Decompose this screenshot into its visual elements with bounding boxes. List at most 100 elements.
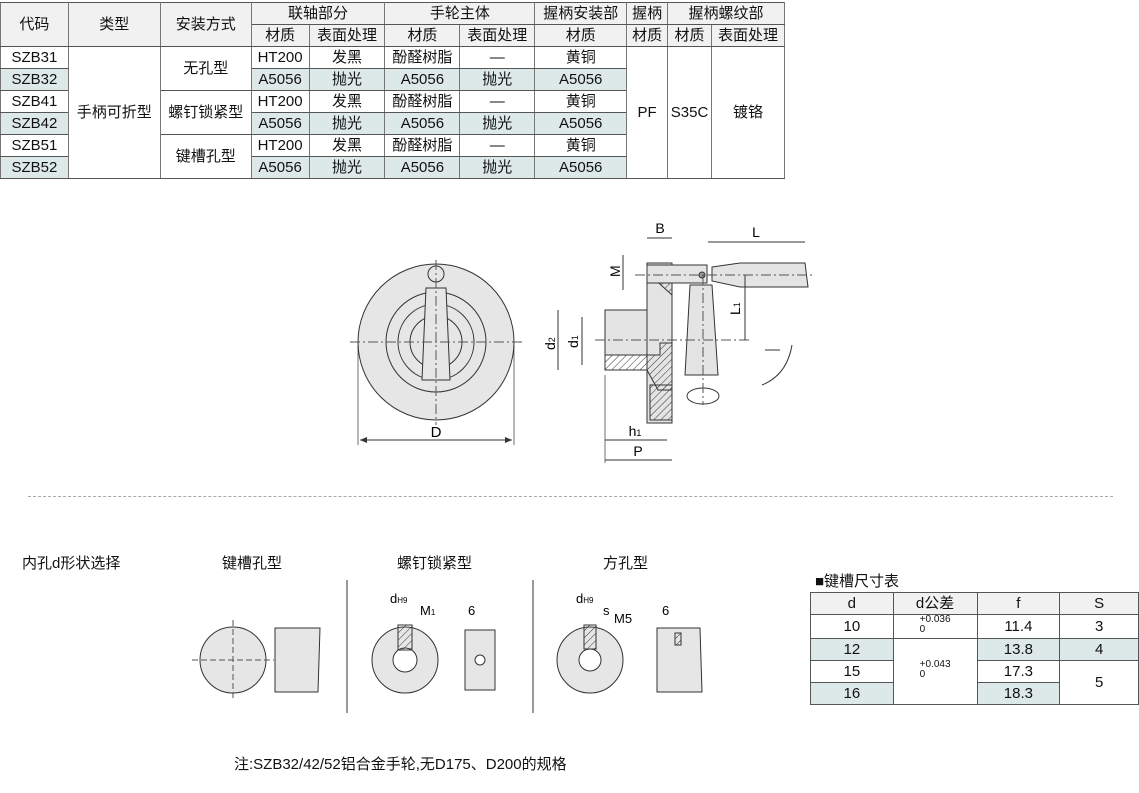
header-thread: 握柄螺纹部 [667,2,785,25]
table-row: 15 17.3 5 [810,660,1139,705]
code: SZB52 [0,156,69,179]
body-surface: — [459,90,536,113]
mounting: 键槽孔型 [159,134,252,179]
header-d-tolerance: d公差 [892,592,978,615]
tol-upper: +0.043 [919,659,951,670]
handle-mount-material: A5056 [534,112,628,135]
subheader: 材质 [250,24,310,47]
code: SZB32 [0,68,69,91]
body-material: A5056 [384,156,461,179]
d-value: 10 [810,614,894,639]
tol-upper: +0.036 [919,614,951,625]
coupling-material: HT200 [250,46,310,69]
handle-mount-material: 黄铜 [534,90,628,113]
handle-mount-material: 黄铜 [534,134,628,157]
section-divider [28,496,1113,497]
coupling-surface: 抛光 [308,156,386,179]
dim-B: B [655,220,664,236]
coupling-surface: 抛光 [308,68,386,91]
table-row: 16 18.3 [810,682,1139,705]
d-value: 12 [810,638,894,661]
bore-type-keyway: 键槽孔型 [222,555,283,572]
handwheel-side-view: B L M L1 d2 d1 h1 P [542,220,815,463]
bore-section-title: 内孔d形状选择 [22,555,121,572]
label-M5: M5 [614,611,632,626]
f-value: 18.3 [976,682,1061,705]
body-material: 酚醛树脂 [384,46,461,69]
code: SZB51 [0,134,69,157]
header-f: f [976,592,1061,615]
body-material: A5056 [384,112,461,135]
f-value: 13.8 [976,638,1061,661]
label-6-square: 6 [662,603,669,618]
bore-shapes-drawing: dH9 M1 6 dH9 s M5 6 [192,580,703,713]
body-material: A5056 [384,68,461,91]
label-M1: M1 [420,603,436,618]
material-spec-table: 代码 类型 安装方式 联轴部分 手轮主体 握柄安装部 握柄 握柄螺纹部 材质 表… [0,2,785,179]
body-material: 酚醛树脂 [384,134,461,157]
subheader: 材质 [667,24,713,47]
subheader: 表面处理 [459,24,536,47]
body-material: 酚醛树脂 [384,90,461,113]
code: SZB42 [0,112,69,135]
f-value: 17.3 [976,660,1061,683]
dim-M: M [607,265,623,277]
type: 手柄可折型 [67,46,161,179]
d-value: 15 [810,660,894,683]
dim-h1: h1 [629,423,642,439]
coupling-surface: 抛光 [308,112,386,135]
header-code: 代码 [0,2,69,47]
S-value: 4 [1059,638,1139,661]
coupling-material: A5056 [250,156,310,179]
coupling-material: HT200 [250,134,310,157]
body-surface: — [459,46,536,69]
dim-L1: L1 [727,302,743,315]
thread-surface: 镀铬 [711,46,785,179]
coupling-surface: 发黑 [308,134,386,157]
tol-lower: 0 [919,624,926,635]
keyway-table-title: ■键槽尺寸表 [815,573,900,590]
table-row: SZB52 A5056 抛光 A5056 抛光 A5056 [0,156,785,179]
coupling-surface: 发黑 [308,46,386,69]
dim-D: D [431,424,442,441]
handle-mount-material: A5056 [534,156,628,179]
dim-P: P [633,443,642,459]
f-value: 11.4 [976,614,1061,639]
code: SZB31 [0,46,69,69]
label-dH9-square: dH9 [576,591,594,606]
handwheel-front-view: D [350,260,525,445]
header-body: 手轮主体 [384,2,536,25]
label-6-setscrew: 6 [468,603,475,618]
body-surface: 抛光 [459,68,536,91]
d-value: 16 [810,682,894,705]
handle-mount-material: A5056 [534,68,628,91]
subheader: 表面处理 [711,24,785,47]
header-coupling: 联轴部分 [250,2,386,25]
table-row: SZB31 手柄可折型 无孔型 HT200 发黑 酚醛树脂 — 黄铜 PF S3… [0,46,785,179]
coupling-material: A5056 [250,112,310,135]
handle-mount-material: 黄铜 [534,46,628,69]
dim-d1: d1 [565,335,581,348]
body-surface: — [459,134,536,157]
mounting: 无孔型 [159,46,252,91]
table-row: SZB51 键槽孔型 HT200 发黑 酚醛树脂 — 黄铜 [0,134,785,179]
coupling-surface: 发黑 [308,90,386,113]
bore-type-setscrew: 螺钉锁紧型 [397,555,473,572]
dim-d2: d2 [542,337,558,350]
header-S: S [1059,592,1139,615]
body-surface: 抛光 [459,156,536,179]
mounting: 螺钉锁紧型 [159,90,252,135]
subheader: 材质 [384,24,461,47]
dim-L: L [752,224,760,240]
subheader: 表面处理 [308,24,386,47]
coupling-material: A5056 [250,68,310,91]
tol-lower: 0 [919,669,926,680]
coupling-material: HT200 [250,90,310,113]
handle-material: PF [626,46,669,179]
header-handle-mount: 握柄安装部 [534,2,628,25]
